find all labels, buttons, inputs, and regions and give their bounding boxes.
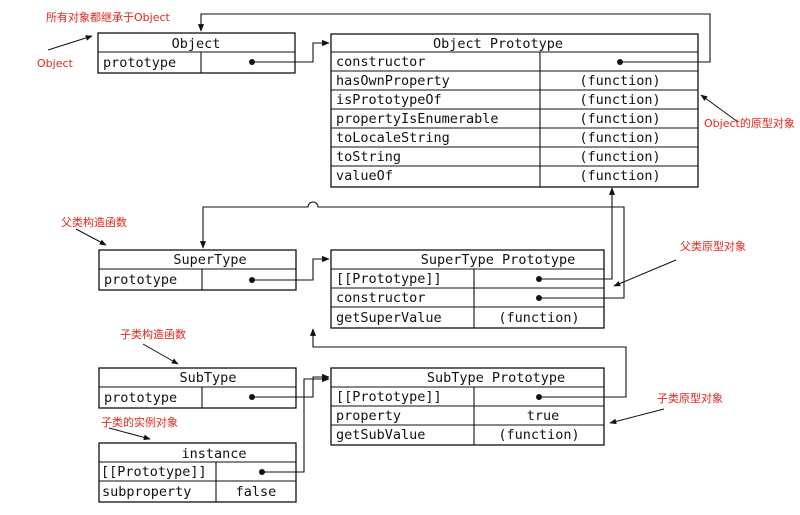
annotation-object-proto: Object的原型对象 <box>704 116 795 130</box>
super-proto-annotation-arrow <box>613 259 677 287</box>
connector-constructor-to-object <box>197 13 711 63</box>
supertype-prototype-row-value: (function) <box>498 310 579 326</box>
supertype-box: SuperType prototype <box>98 249 297 291</box>
object-prototype-box: Object Prototype constructor hasOwnPrope… <box>330 33 699 188</box>
subtype-prototype-title: SubType Prototype <box>427 370 565 386</box>
subtype-box-prototype-key: prototype <box>104 390 177 406</box>
connector-supertype-to-prototype <box>252 255 330 281</box>
connector-subproto-to-superproto <box>309 328 627 398</box>
subtype-prototype-row-value: true <box>527 408 560 424</box>
subtype-prototype-box: SubType Prototype [[Prototype]] property… <box>330 367 605 446</box>
supertype-prototype-row-key: [[Prototype]] <box>336 271 442 287</box>
connector-instance-to-subproto <box>262 375 330 473</box>
object-box: Object prototype <box>97 32 296 74</box>
annotations: 所有对象都继承于Object Object Object的原型对象 父类构造函数… <box>37 10 795 429</box>
annotation-sub-ctor: 子类构造函数 <box>120 327 186 341</box>
object-prototype-title: Object Prototype <box>433 36 563 52</box>
object-box-prototype-key: prototype <box>103 55 176 71</box>
connector-subtype-to-prototype <box>252 373 330 398</box>
sub-proto-annotation-arrow <box>609 408 665 425</box>
object-prototype-row-key: constructor <box>336 54 425 70</box>
annotation-super-proto: 父类原型对象 <box>680 239 746 253</box>
super-ctor-annotation-arrow <box>75 228 107 246</box>
annotation-object: Object <box>37 57 74 70</box>
annotation-sub-proto: 子类原型对象 <box>657 391 723 405</box>
connector-superproto-to-objectproto <box>539 187 616 280</box>
object-prototype-row-value: (function) <box>579 92 660 108</box>
object-annotation-arrow <box>47 35 93 51</box>
annotation-super-ctor: 父类构造函数 <box>61 215 127 229</box>
object-prototype-row-key: hasOwnProperty <box>336 73 450 89</box>
annotation-instance: 子类的实例对象 <box>101 415 178 429</box>
supertype-prototype-row-key: getSuperValue <box>336 310 442 326</box>
supertype-prototype-title: SuperType Prototype <box>421 252 575 268</box>
object-prototype-row-key: toLocaleString <box>336 130 450 146</box>
subtype-box: SubType prototype <box>98 367 297 409</box>
supertype-box-title: SuperType <box>173 252 246 268</box>
object-proto-annotation-arrow <box>700 94 739 123</box>
object-prototype-row-key: toString <box>336 149 401 165</box>
instance-box-title: instance <box>181 446 246 462</box>
connectors <box>197 13 711 473</box>
connector-superconstructor-to-supertype <box>199 201 625 299</box>
subtype-prototype-row-key: [[Prototype]] <box>336 389 442 405</box>
instance-annotation-arrow <box>108 427 151 441</box>
supertype-box-prototype-key: prototype <box>104 272 177 288</box>
supertype-prototype-box: SuperType Prototype [[Prototype]] constr… <box>330 249 605 329</box>
sub-ctor-annotation-arrow <box>142 343 179 365</box>
subtype-box-title: SubType <box>180 370 237 386</box>
instance-box-row-key: [[Prototype]] <box>101 464 207 480</box>
object-prototype-row-value: (function) <box>579 149 660 165</box>
object-prototype-row-value: (function) <box>579 111 660 127</box>
object-box-title: Object <box>172 36 221 52</box>
instance-box-row-value: false <box>236 484 277 500</box>
object-prototype-row-value: (function) <box>579 168 660 184</box>
subtype-prototype-row-key: property <box>336 408 401 424</box>
object-prototype-row-key: propertyIsEnumerable <box>336 111 499 127</box>
subtype-prototype-row-value: (function) <box>498 427 579 443</box>
annotation-arrows <box>47 35 739 441</box>
connector-object-to-prototype <box>252 39 330 63</box>
annotation-all-inherit: 所有对象都继承于Object <box>46 10 171 24</box>
object-prototype-row-value: (function) <box>579 73 660 89</box>
object-prototype-row-key: isPrototypeOf <box>336 92 442 108</box>
object-prototype-row-key: valueOf <box>336 168 393 184</box>
instance-box-row-key: subproperty <box>102 484 191 500</box>
object-prototype-row-value: (function) <box>579 130 660 146</box>
supertype-prototype-row-key: constructor <box>336 290 425 306</box>
subtype-prototype-row-key: getSubValue <box>336 427 425 443</box>
